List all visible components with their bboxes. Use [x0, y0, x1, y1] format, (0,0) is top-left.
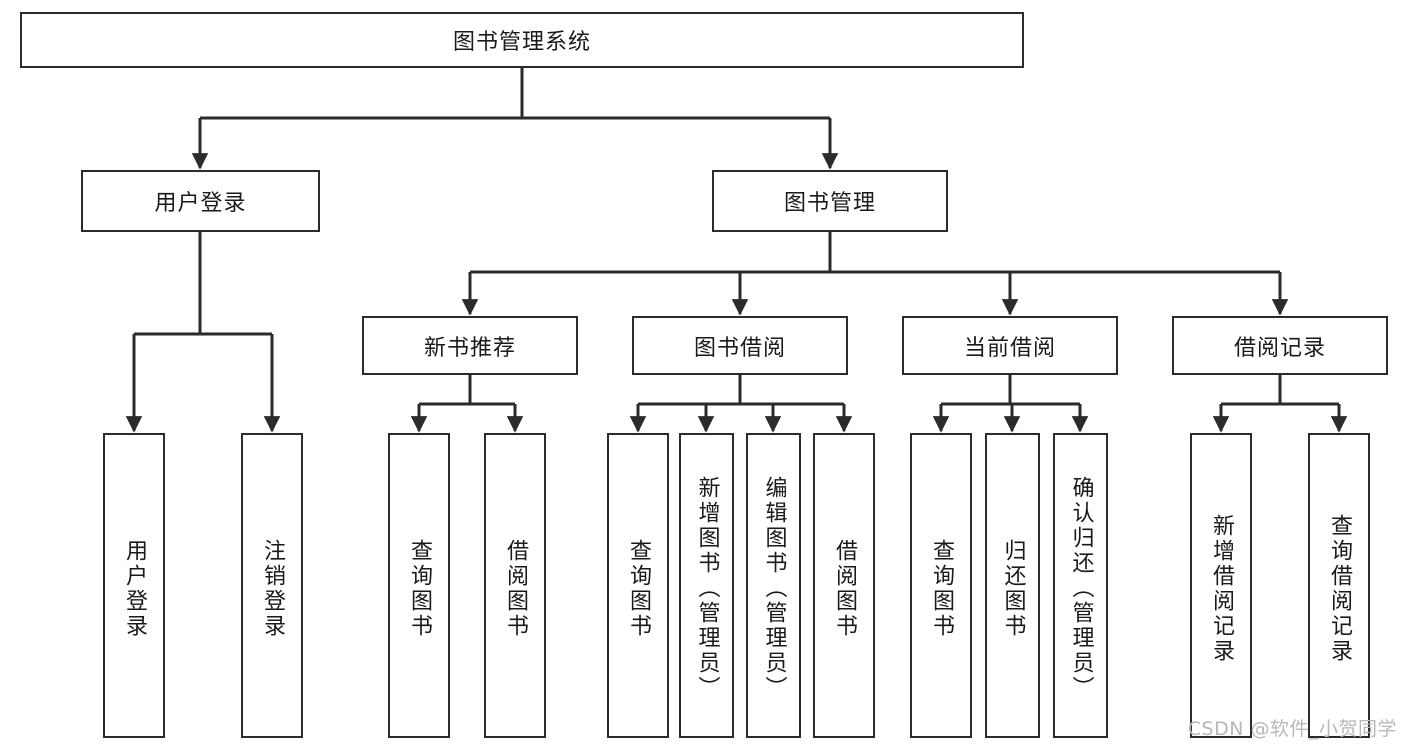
node-label: 确认归还（管理员） [1068, 476, 1094, 701]
node-leaf-add-borrow-record[interactable]: 新增借阅记录 [1190, 433, 1252, 738]
node-leaf-user-login[interactable]: 用户登录 [103, 433, 165, 738]
csdn-watermark: CSDN @软件_小贺同学 [1187, 718, 1397, 740]
node-label: 新书推荐 [423, 335, 516, 361]
node-label: 当前借阅 [963, 335, 1056, 361]
node-leaf-logout[interactable]: 注销登录 [241, 433, 303, 738]
node-label: 查询图书 [929, 538, 954, 639]
node-label: 图书借阅 [693, 335, 786, 361]
node-label: 用户登录 [122, 538, 147, 639]
node-label: 新增图书（管理员） [694, 476, 720, 701]
node-new-book-recommend[interactable]: 新书推荐 [362, 316, 578, 375]
node-label: 借阅记录 [1233, 335, 1326, 361]
node-borrow-record[interactable]: 借阅记录 [1172, 316, 1388, 375]
node-label: 注销登录 [260, 538, 285, 639]
node-leaf-return-book[interactable]: 归还图书 [985, 433, 1040, 738]
node-root[interactable]: 图书管理系统 [20, 12, 1024, 68]
node-label: 归还图书 [1000, 538, 1026, 639]
node-book-borrow[interactable]: 图书借阅 [632, 316, 848, 375]
node-label: 用户登录 [154, 191, 247, 216]
node-leaf-query-book-recommend[interactable]: 查询图书 [388, 433, 450, 738]
node-label: 查询借阅记录 [1327, 513, 1352, 664]
node-label: 借阅图书 [503, 538, 528, 639]
node-label: 新增借阅记录 [1209, 513, 1234, 664]
node-book-management[interactable]: 图书管理 [712, 170, 948, 232]
node-label: 查询图书 [626, 538, 651, 639]
node-leaf-query-borrow-record[interactable]: 查询借阅记录 [1308, 433, 1370, 738]
node-leaf-borrow-book-recommend[interactable]: 借阅图书 [484, 433, 546, 738]
node-label: 借阅图书 [832, 538, 857, 639]
node-leaf-borrow-book[interactable]: 借阅图书 [813, 433, 875, 738]
node-current-borrow[interactable]: 当前借阅 [902, 316, 1118, 375]
node-leaf-edit-book[interactable]: 编辑图书（管理员） [746, 433, 801, 738]
node-label: 查询图书 [407, 538, 432, 639]
node-leaf-query-book-borrow[interactable]: 查询图书 [607, 433, 669, 738]
node-label: 图书管理系统 [452, 30, 591, 55]
node-user-login[interactable]: 用户登录 [81, 170, 320, 232]
node-leaf-confirm-return[interactable]: 确认归还（管理员） [1053, 433, 1108, 738]
node-leaf-query-book-current[interactable]: 查询图书 [910, 433, 972, 738]
node-label: 编辑图书（管理员） [761, 476, 787, 701]
node-leaf-add-book[interactable]: 新增图书（管理员） [679, 433, 734, 738]
node-label: 图书管理 [783, 191, 876, 216]
